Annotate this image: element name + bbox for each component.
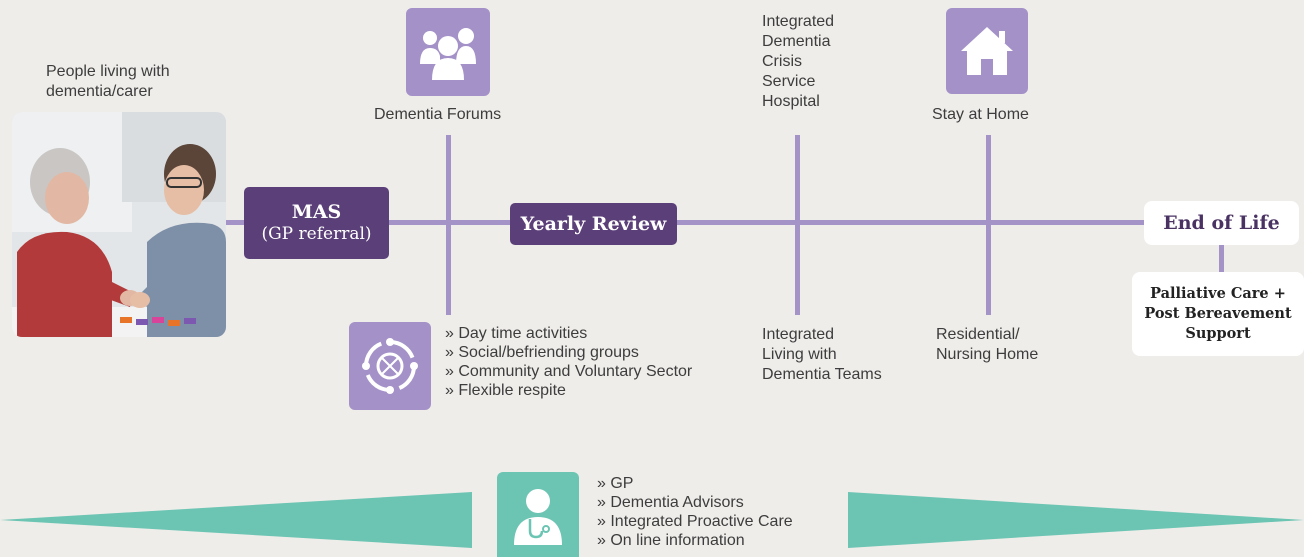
list-item: Dementia Advisors [597,493,793,512]
photo-caption: People living with dementia/carer [46,62,226,102]
palliative-line: Support [1185,325,1251,342]
list-item: Community and Voluntary Sector [445,362,692,381]
living-teams-label: Integrated Living with Dementia Teams [762,325,922,385]
timeline-line [226,220,1156,225]
yearly-review-label: Yearly Review [520,213,667,235]
end-of-life-box: End of Life [1144,201,1299,245]
photo-illustration [12,112,226,337]
end-of-life-connector [1219,245,1224,275]
photo-caption-line-2: dementia/carer [46,83,153,100]
mas-box: MAS (GP referral) [244,187,389,259]
crisis-line: Integrated [762,13,835,30]
crisis-line: Service [762,73,816,90]
forums-connector [446,135,451,315]
residential-line: Residential/ [936,326,1020,343]
right-teal-arrow [848,492,1304,548]
home-connector [986,135,991,315]
palliative-line: Palliative Care + [1150,285,1286,302]
forums-icon-box [406,8,490,96]
crisis-connector [795,135,800,315]
stay-at-home-label: Stay at Home [932,106,1029,123]
people-photo [12,112,226,337]
list-item: Day time activities [445,324,692,343]
list-item: Integrated Proactive Care [597,512,792,531]
palliative-box: Palliative Care + Post Bereavement Suppo… [1132,272,1304,356]
activities-list: Day time activities Social/befriending g… [445,324,692,400]
yearly-review-box: Yearly Review [510,203,677,245]
photo-caption-line-1: People living with [46,63,170,80]
living-teams-line: Living with [762,346,837,363]
left-teal-arrow [0,492,472,548]
residential-label: Residential/ Nursing Home [936,325,1096,365]
residential-line: Nursing Home [936,346,1039,363]
doctor-stethoscope-icon [514,488,562,545]
activities-icon-box [349,322,431,410]
living-teams-line: Dementia Teams [762,366,882,383]
list-item: On line information [597,531,793,550]
mas-subtitle: (GP referral) [261,224,372,244]
people-group-icon [420,28,476,80]
palliative-line: Post Bereavement [1144,305,1292,322]
support-list: GP Dementia Advisors Integrated Proactiv… [597,474,793,550]
crisis-service-label: Integrated Dementia Crisis Service Hospi… [762,12,882,112]
dementia-forums-label: Dementia Forums [374,106,502,123]
home-icon-box [946,8,1028,94]
circle-connections-icon [362,338,418,394]
doctor-icon-box [497,472,579,557]
end-of-life-label: End of Life [1163,212,1280,234]
crisis-line: Crisis [762,53,802,70]
list-item: Social/befriending groups [445,343,692,362]
crisis-line: Dementia [762,33,831,50]
mas-title: MAS [291,201,342,223]
list-item: Flexible respite [445,381,692,400]
house-icon [961,27,1013,75]
list-item: GP [597,474,793,493]
crisis-line: Hospital [762,93,820,110]
living-teams-line: Integrated [762,326,835,343]
